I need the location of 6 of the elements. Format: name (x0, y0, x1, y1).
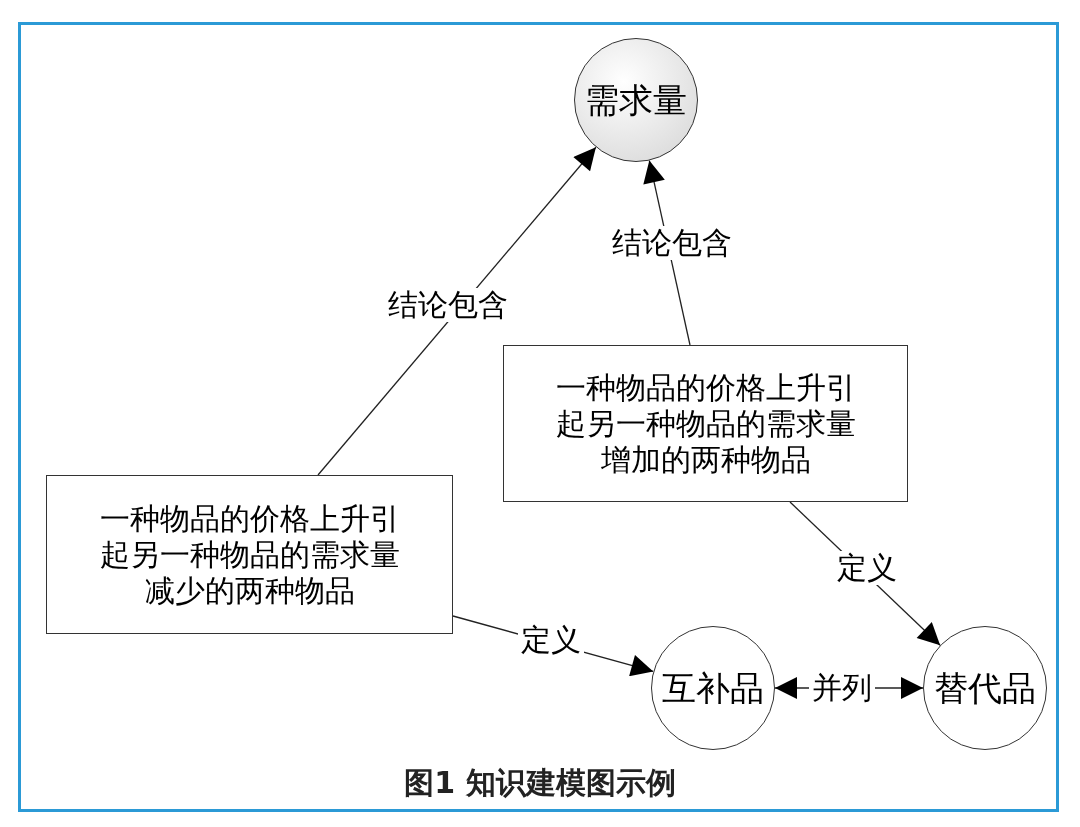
definition-box: 一种物品的价格上升引起另一种物品的需求量减少的两种物品 (46, 475, 453, 634)
caption: 图1 知识建模图示例 (403, 764, 677, 802)
definition-box: 一种物品的价格上升引起另一种物品的需求量增加的两种物品 (503, 345, 908, 502)
edge-label: 并列 (809, 671, 875, 705)
arrow (317, 146, 597, 476)
edge-label: 定义 (518, 623, 584, 657)
